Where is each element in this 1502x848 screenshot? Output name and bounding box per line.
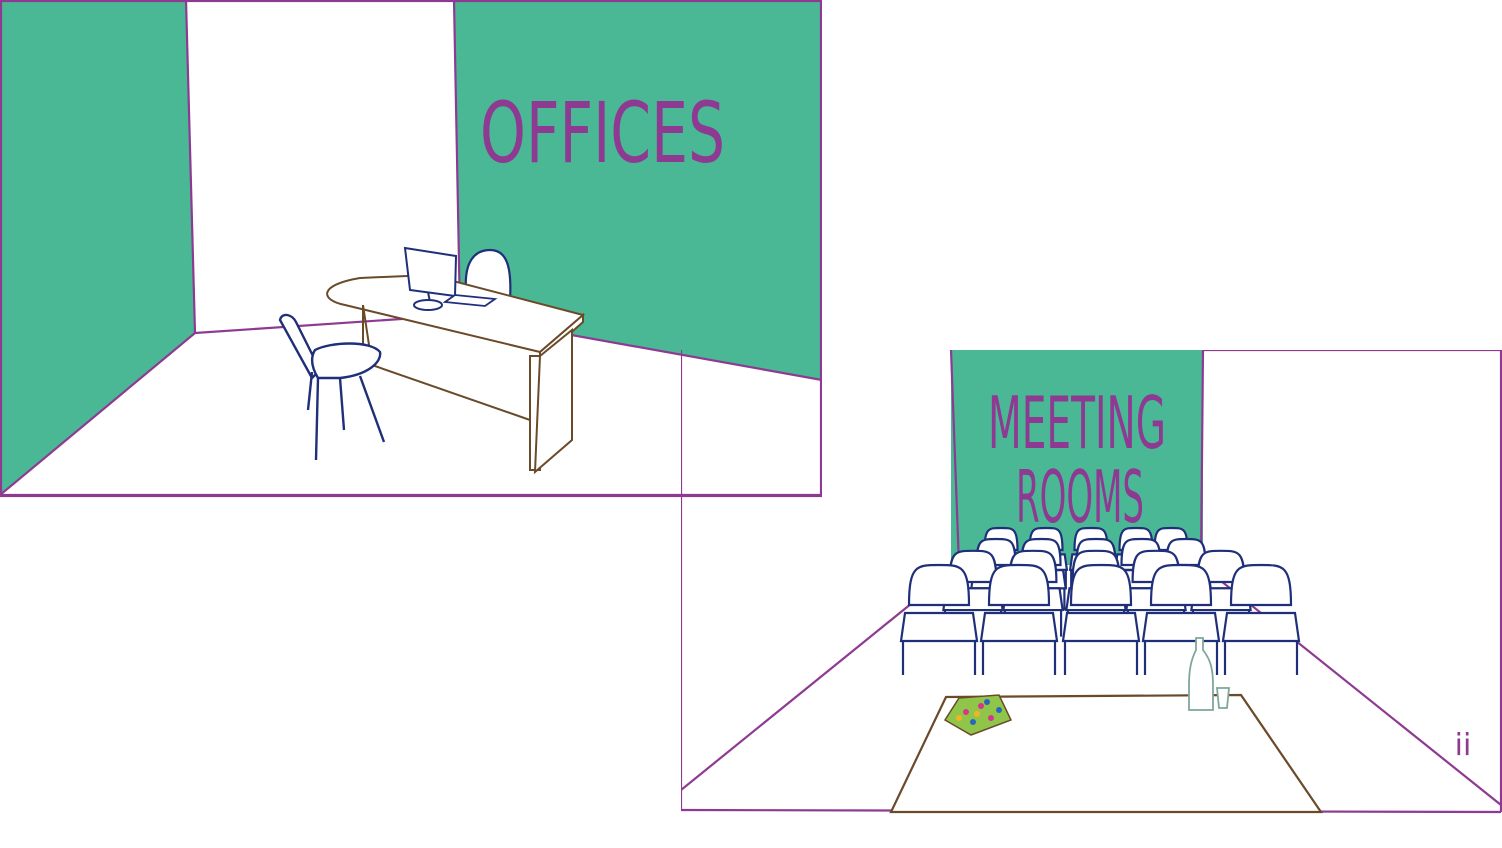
chair-icon xyxy=(1061,563,1141,675)
meeting-rooms-illustration: MEETING ROOMS ii xyxy=(681,350,1502,816)
back-wall xyxy=(186,0,460,333)
meeting-title-line2: ROOMS xyxy=(1016,455,1144,539)
left-wall xyxy=(0,0,195,495)
meeting-title-line1: MEETING xyxy=(988,381,1166,465)
chair-icon xyxy=(1141,563,1221,675)
page-marker: ii xyxy=(1455,728,1472,763)
right-wall xyxy=(454,0,822,380)
chair-icon xyxy=(899,563,979,675)
offices-title: OFFICES xyxy=(480,84,725,182)
chair-icon xyxy=(1221,563,1301,675)
notebook-icon xyxy=(943,694,1013,736)
bottle-icon xyxy=(1188,637,1214,711)
keyboard-icon xyxy=(442,294,498,307)
meeting-rooms-scene: MEETING ROOMS ii xyxy=(681,350,1502,814)
offices-illustration: OFFICES xyxy=(0,0,822,498)
desk-icon xyxy=(326,273,586,475)
offices-scene: OFFICES xyxy=(0,0,822,498)
glass-icon xyxy=(1216,687,1230,709)
chair-icon xyxy=(979,563,1059,675)
chair-rows xyxy=(899,526,1301,675)
chair-icon xyxy=(278,313,386,461)
